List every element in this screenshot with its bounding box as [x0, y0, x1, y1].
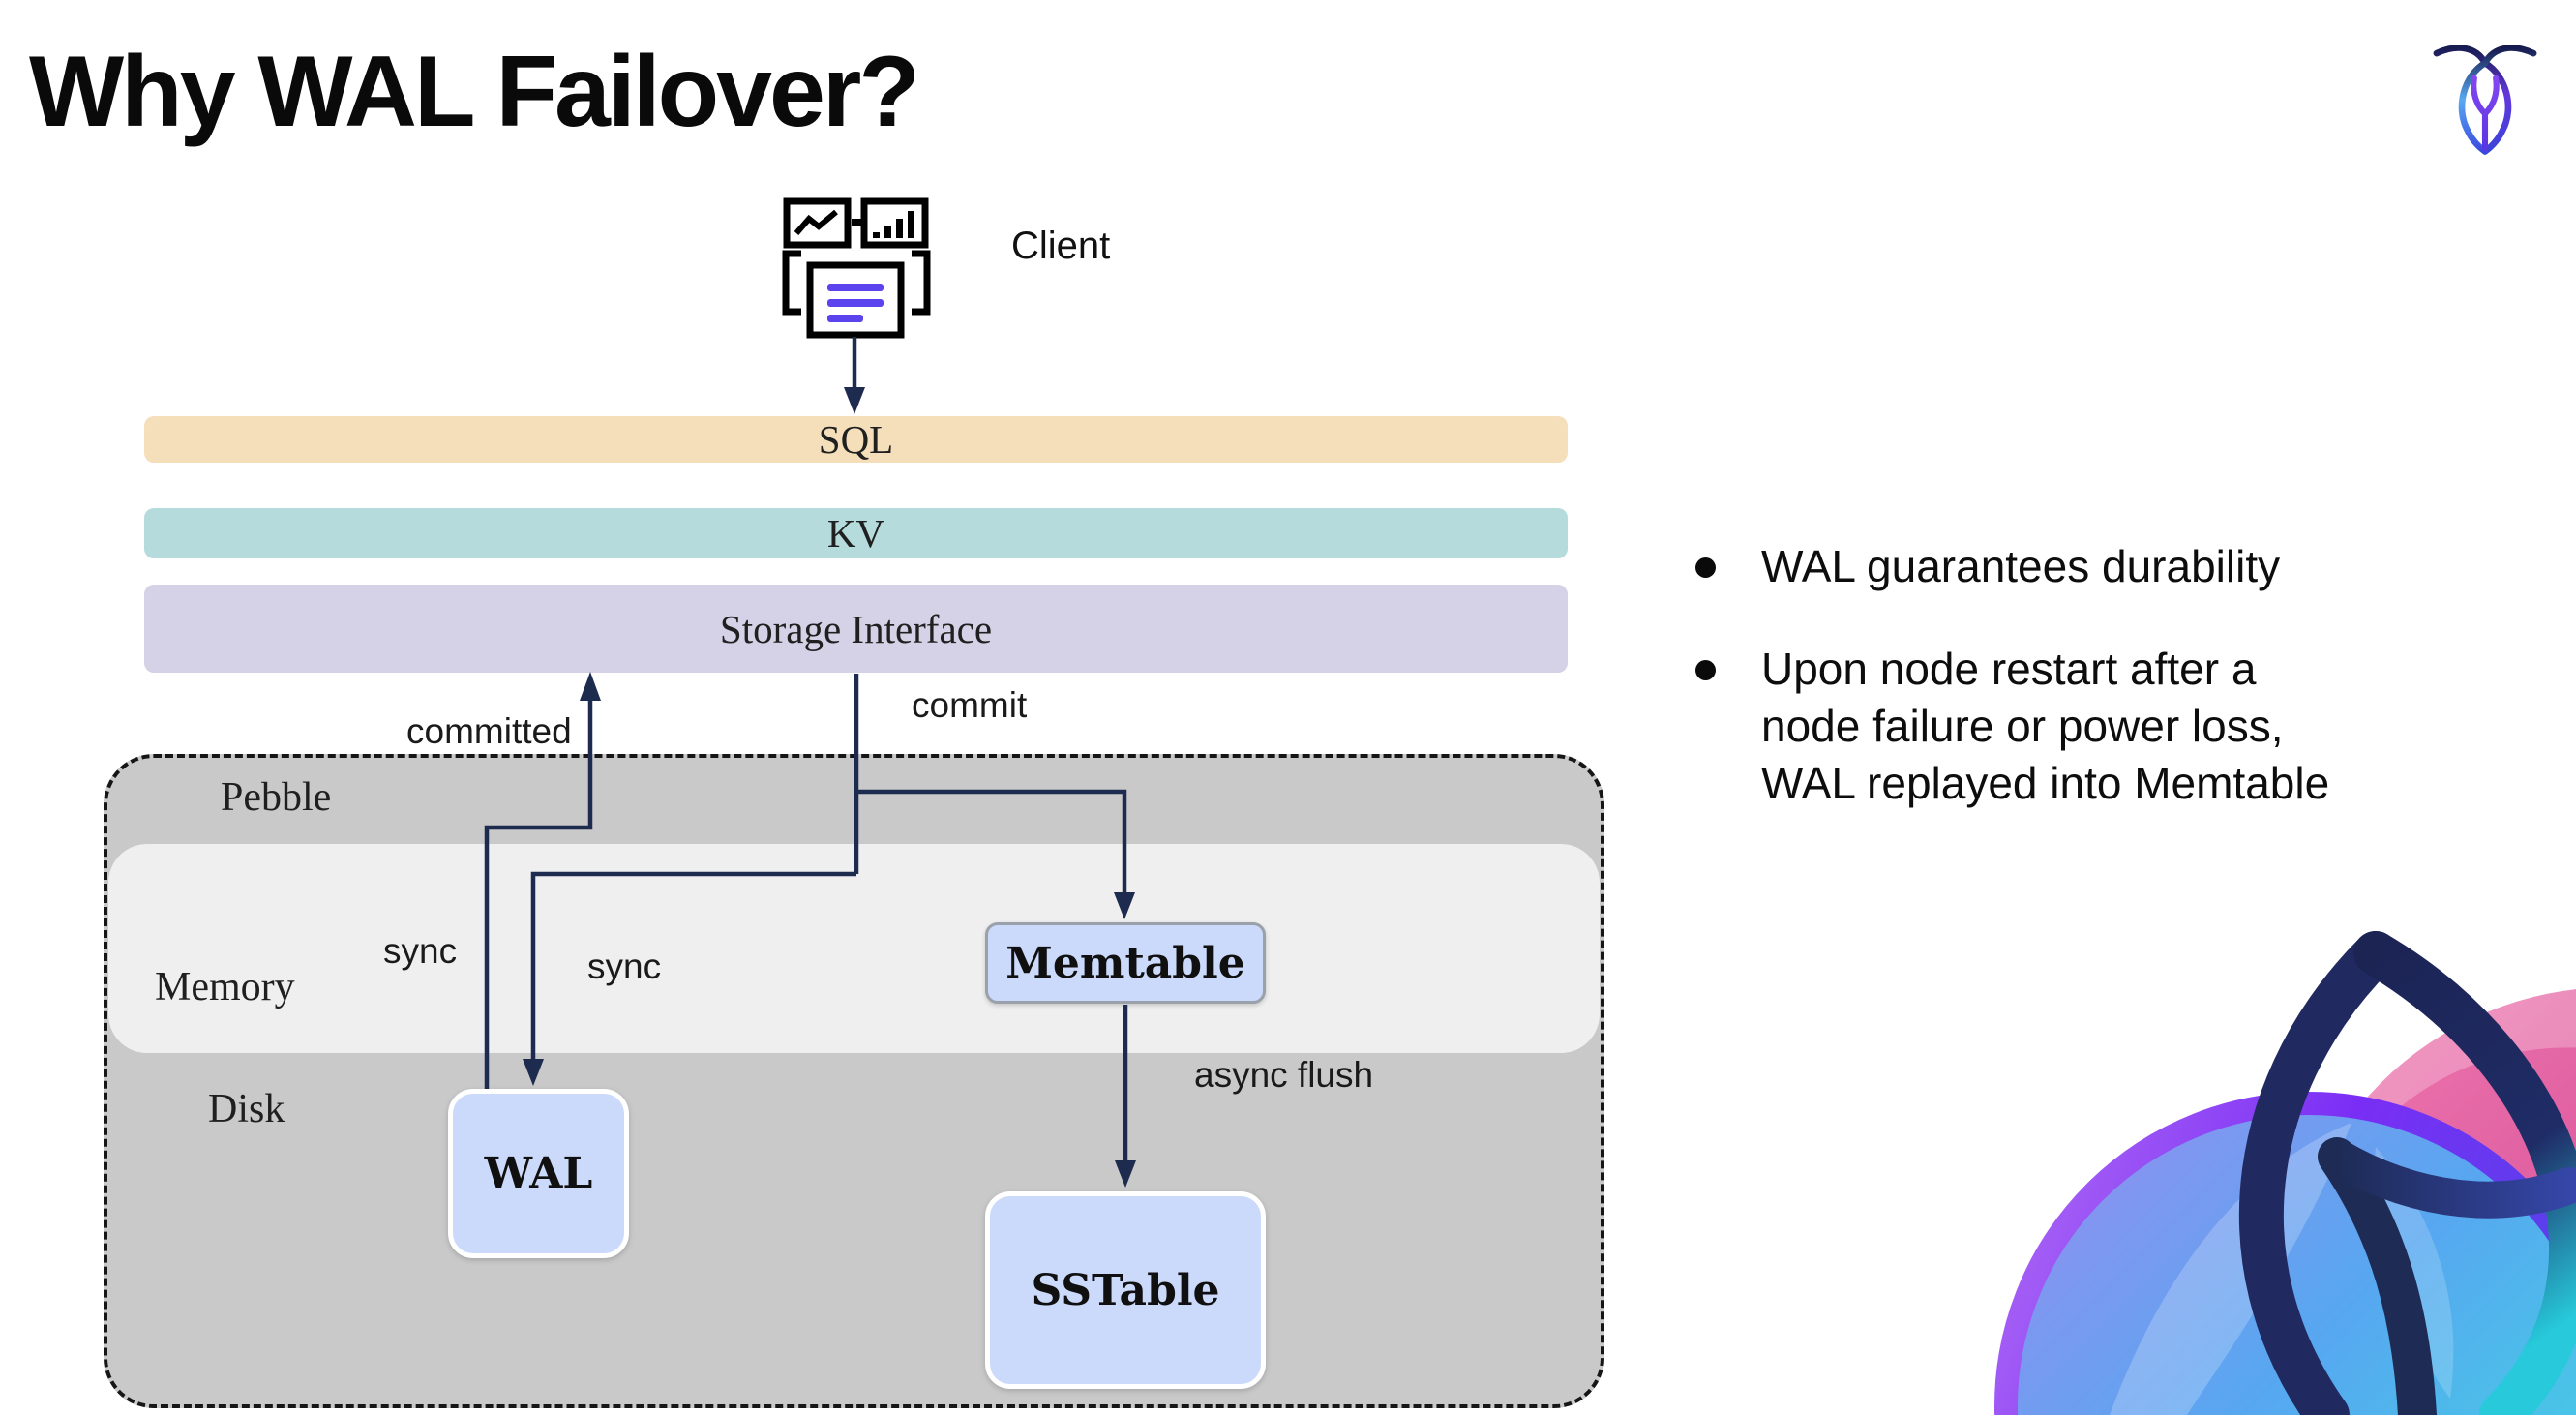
layer-bar-kv: KV [144, 508, 1568, 558]
client-line-chart-icon [783, 197, 852, 249]
layer-label-storage-interface: Storage Interface [719, 606, 993, 651]
bullet-text: Upon node restart after a node failure o… [1761, 641, 2329, 812]
bullet-item: WAL guarantees durability [1695, 538, 2547, 595]
layer-label-sql: SQL [818, 417, 894, 462]
client-icon [782, 197, 931, 339]
art-purple-rim-arc [1994, 1092, 2576, 1415]
memory-label: Memory [155, 965, 295, 1009]
node-sstable-label: SSTable [1031, 1265, 1220, 1315]
art-leaf-left-stroke [2238, 931, 2398, 1415]
layer-bar-storage-interface: Storage Interface [144, 585, 1568, 673]
pebble-label: Pebble [221, 775, 332, 820]
left-bracket-icon [782, 250, 801, 316]
disk-label: Disk [208, 1087, 285, 1131]
node-memtable: Memtable [985, 922, 1266, 1004]
edge-label-commit: commit [912, 685, 1028, 725]
node-wal-label: WAL [484, 1149, 593, 1198]
node-sstable: SSTable [985, 1191, 1266, 1389]
cockroach-logo-icon [2433, 45, 2537, 155]
right-bracket-icon [912, 250, 931, 316]
edge-label-async-flush: async flush [1194, 1055, 1374, 1095]
edge-label-sync-right: sync [587, 947, 662, 986]
bullet-line: WAL replayed into Memtable [1761, 758, 2330, 808]
arrow-client-to-sql [844, 337, 865, 414]
layer-label-kv: KV [826, 511, 885, 556]
page-title: Why WAL Failover? [29, 36, 920, 148]
client-label: Client [1011, 225, 1111, 267]
edge-label-committed: committed [406, 711, 572, 751]
client-bar-chart-icon [860, 197, 929, 249]
bullet-dot-icon [1695, 557, 1716, 578]
node-memtable-label: Memtable [1005, 938, 1245, 988]
bullet-text: WAL guarantees durability [1761, 538, 2280, 595]
client-document-icon [806, 261, 905, 339]
edge-label-sync-left: sync [383, 931, 458, 971]
art-branch-stroke [2319, 1138, 2576, 1219]
bullet-dot-icon [1695, 660, 1716, 680]
node-wal: WAL [448, 1089, 629, 1258]
memory-band [108, 844, 1600, 1053]
bullet-line: Upon node restart after a [1761, 644, 2257, 694]
layer-bar-sql: SQL [144, 416, 1568, 463]
bullet-list: WAL guarantees durability Upon node rest… [1695, 538, 2547, 858]
dash-connector [852, 219, 861, 226]
bullet-line: WAL guarantees durability [1761, 541, 2281, 591]
brand-artwork [1994, 931, 2576, 1415]
bullet-line: node failure or power loss, [1761, 701, 2284, 751]
bullet-item: Upon node restart after a node failure o… [1695, 641, 2547, 812]
